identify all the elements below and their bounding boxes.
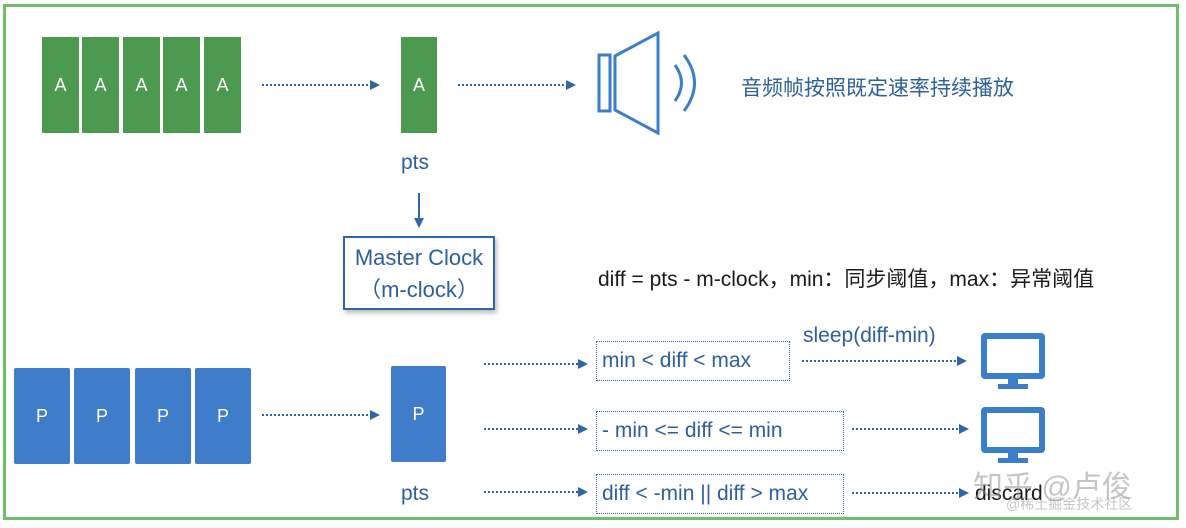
diagram-frame [3,4,1179,520]
audio-pts-label: pts [401,151,430,174]
watermark-zhihu: 知乎 @卢俊 [973,471,1132,504]
current-video-frame: P [391,366,446,462]
video-frame: P [74,368,130,464]
watermark-juejin: @稀土掘金技术社区 [1006,496,1133,512]
discard-label: discard [975,482,1043,505]
monitor-icon [981,333,1045,389]
sleep-action-label: sleep(diff-min) [803,324,936,347]
master-clock-box: Master Clock （m-clock） [343,236,495,310]
audio-frame: A [82,37,119,133]
master-clock-subtitle: （m-clock） [359,277,479,302]
monitor-icon [981,407,1045,463]
condition-sleep: min < diff < max [596,341,790,381]
audio-frame: A [42,37,79,133]
condition-discard: diff < -min || diff > max [596,474,844,514]
video-frame: P [195,368,251,464]
speaker-icon [597,30,696,136]
audio-frame: A [163,37,200,133]
diff-formula: diff = pts - m-clock，min：同步阈值，max：异常阈值 [598,268,1095,291]
master-clock-title: Master Clock [354,245,484,270]
video-frame: P [135,368,191,464]
audio-frame: A [123,37,160,133]
audio-description: 音频帧按照既定速率持续播放 [741,77,1014,100]
condition-display: - min <= diff <= min [596,411,844,451]
video-frame: P [14,368,70,464]
video-pts-label: pts [401,482,430,505]
current-audio-frame: A [401,37,437,133]
audio-frame: A [204,37,241,133]
